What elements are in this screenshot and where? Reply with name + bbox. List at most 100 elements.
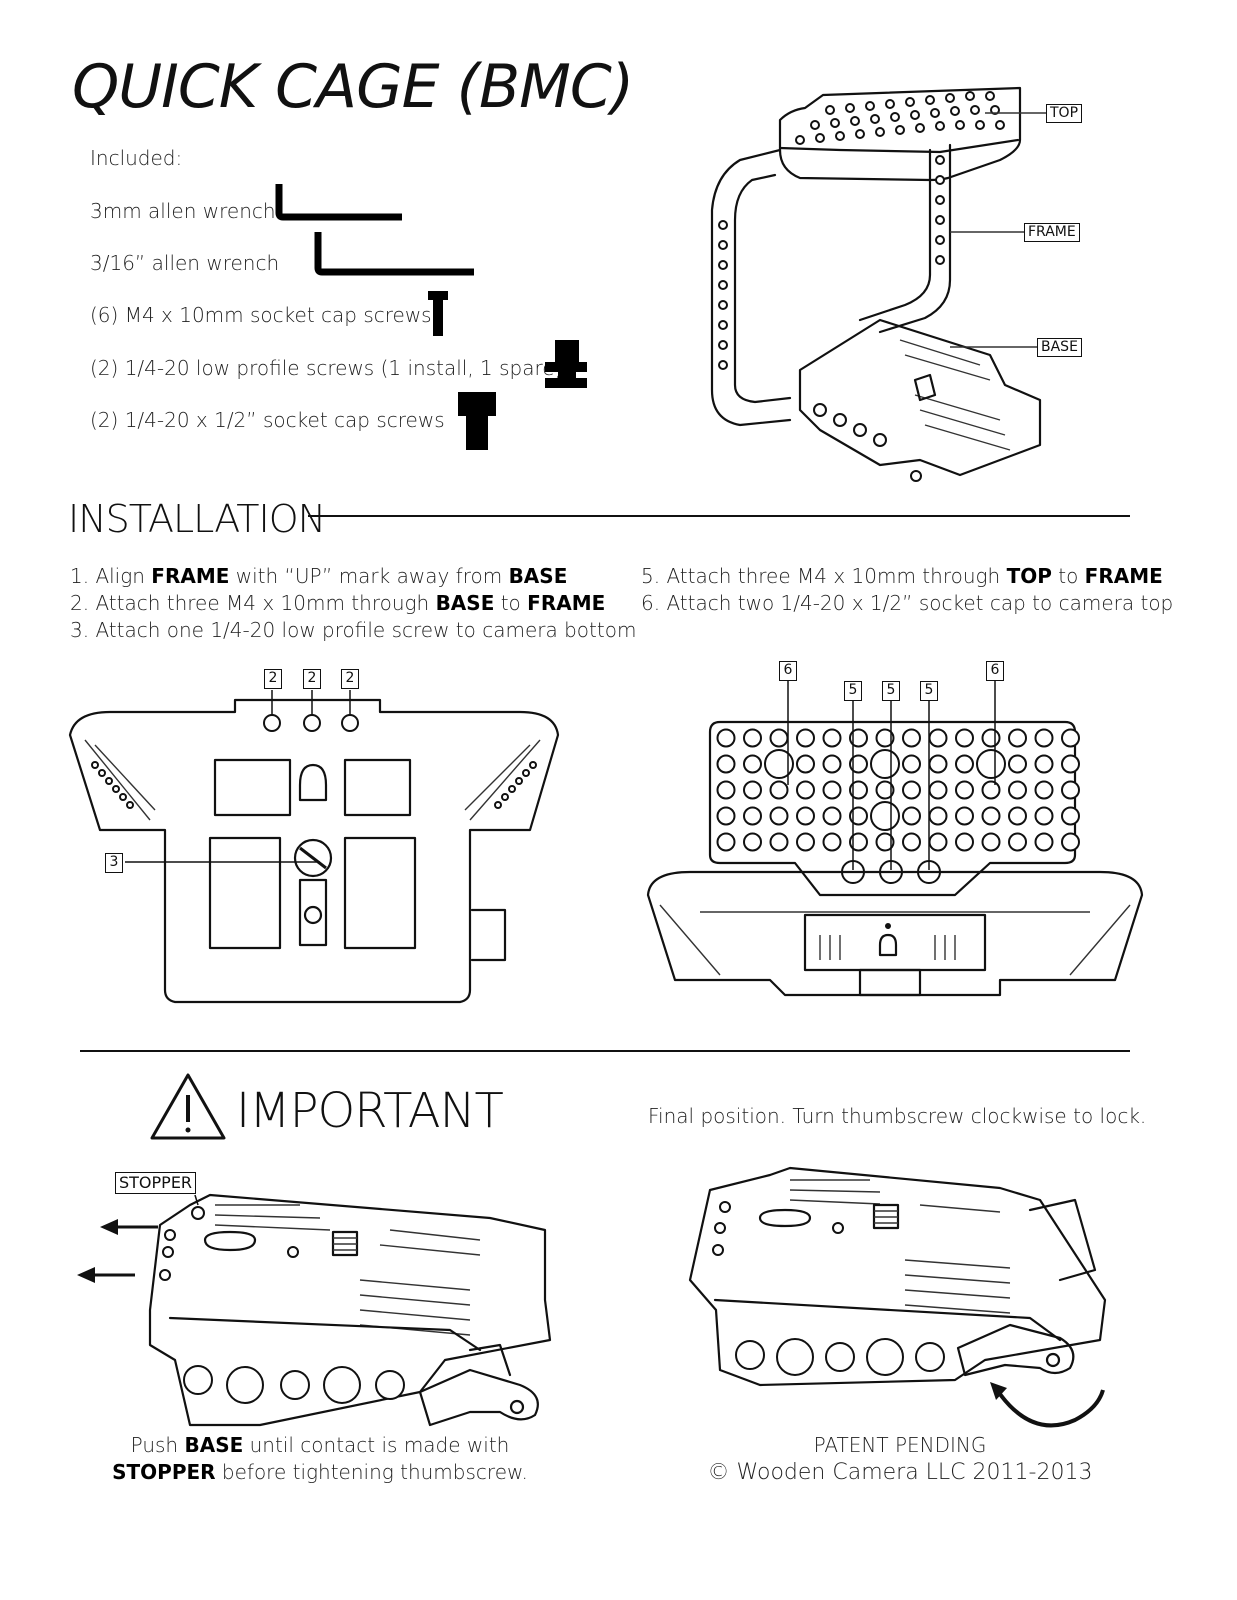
step-5: 5. Attach three M4 x 10mm through TOP to… [641,564,1163,588]
plate-hole [902,728,921,748]
plate-hole [1034,754,1054,774]
plate-hole [822,728,842,748]
plate-hole [716,728,736,748]
step-6: 6. Attach two 1/4-20 x 1/2” socket cap t… [641,591,1174,615]
callout-2a: 2 [264,669,282,689]
plate-hole [849,806,868,826]
callout-5c: 5 [920,681,938,701]
push-caption-line-2: STOPPER before tightening thumbscrew. [112,1460,528,1484]
plate-hole [849,780,868,800]
included-item-316-wrench: 3/16” allen wrench [90,251,280,275]
plate-hole [875,832,895,852]
plate-hole [1034,832,1054,852]
plate-hole [849,754,868,774]
copyright: © Wooden Camera LLC 2011-2013 [707,1460,1093,1485]
plate-hole [870,801,900,831]
plate-hole [822,806,842,826]
plate-hole [955,728,974,748]
top-plate-holes [716,728,1080,884]
plate-hole [796,832,815,852]
m4-screw-icon [428,291,448,336]
plate-hole [870,749,900,779]
included-item-m4-screws: (6) M4 x 10mm socket cap screws [90,303,432,327]
plate-hole [743,754,762,774]
plate-hole [955,754,974,774]
plate-hole [1061,754,1080,774]
plate-hole [796,780,815,800]
included-item-low-profile-screws: (2) 1/4-20 low profile screws (1 install… [90,356,563,380]
patent-pending: PATENT PENDING [813,1433,987,1457]
included-item-socket-cap-screws: (2) 1/4-20 x 1/2” socket cap screws [90,408,445,432]
callout-6a: 6 [779,661,797,681]
allen-wrench-316-icon [314,232,474,276]
step-1: 1. Align FRAME with “UP” mark away from … [70,564,568,588]
plate-hole [955,780,974,800]
plate-hole [1061,728,1080,748]
plate-hole [822,832,842,852]
plate-hole [1008,780,1027,800]
plate-hole [981,780,1001,800]
plate-hole [743,806,762,826]
plate-hole [769,780,789,800]
plate-hole [1008,728,1027,748]
low-profile-screw-icon [545,340,587,388]
plate-hole [902,806,921,826]
plate-hole [902,754,921,774]
plate-hole [955,806,974,826]
callout-2b: 2 [303,669,321,689]
important-divider [80,1050,1130,1052]
label-base: BASE [1037,338,1082,357]
plate-hole [716,780,736,800]
plate-hole [1061,780,1080,800]
plate-hole [902,780,921,800]
plate-hole [822,780,842,800]
plate-hole [716,754,736,774]
plate-hole [1061,806,1080,826]
plate-hole [764,749,794,779]
plate-hole [743,780,762,800]
label-top: TOP [1046,104,1083,123]
step-2: 2. Attach three M4 x 10mm through BASE t… [70,591,606,615]
plate-hole [1008,832,1027,852]
plate-hole [1008,806,1027,826]
callout-5b: 5 [882,681,900,701]
plate-hole [849,728,868,748]
plate-hole [716,832,736,852]
plate-hole [796,754,815,774]
label-frame: FRAME [1024,223,1080,242]
callout-5a: 5 [844,681,862,701]
plate-hole [849,832,868,852]
important-heading: IMPORTANT [236,1083,504,1139]
plate-hole [796,728,815,748]
callout-3: 3 [105,853,123,873]
plate-hole [981,832,1001,852]
plate-hole [955,832,974,852]
stopper-label: STOPPER [115,1172,197,1194]
included-heading: Included: [90,146,183,170]
plate-hole [1008,754,1027,774]
included-item-3mm-wrench: 3mm allen wrench [90,199,276,223]
cage-illustration [710,86,1046,482]
plate-hole [796,806,815,826]
plate-hole [822,754,842,774]
installation-divider [308,515,1130,517]
plate-hole [875,780,895,800]
plate-hole [902,832,921,852]
plate-hole [769,832,789,852]
allen-wrench-3mm-icon [275,184,402,221]
plate-hole [981,806,1001,826]
installation-heading: INSTALLATION [68,497,326,541]
hardware-icons [275,184,587,450]
plate-hole [1034,806,1054,826]
final-position-note: Final position. Turn thumbscrew clockwis… [648,1104,1147,1128]
callout-6b: 6 [986,661,1004,681]
plate-hole [769,806,789,826]
plate-hole [1034,728,1054,748]
plate-hole [1034,780,1054,800]
plate-hole [716,806,736,826]
